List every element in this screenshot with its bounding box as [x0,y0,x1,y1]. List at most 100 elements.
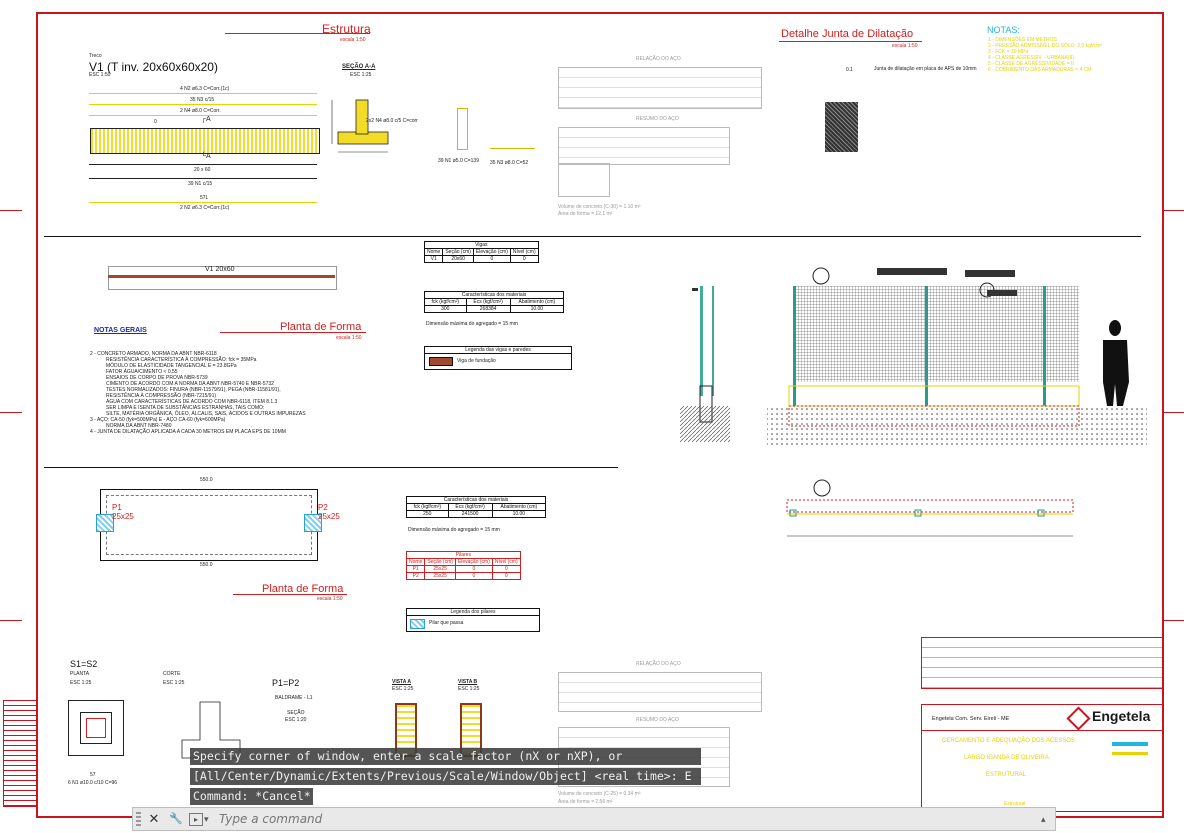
general-note-line: 4 - JUNTA DE DILATAÇÃO APLICADA A CADA 3… [90,429,286,435]
pillar-p1-hatch [96,514,114,532]
beam-bottom-stirrups: 39 N1 c/15 [188,181,213,187]
steel-rel-title-2: RELAÇÃO DO AÇO [636,661,681,667]
table-title: Características dos materiais [424,291,564,299]
general-note-line: SILTE, MATÉRIA ORGÂNICA, ÓLEO, ÁLCALIS, … [106,411,306,417]
pillar-p2-hatch [304,514,322,532]
command-history-line: [All/Center/Dynamic/Extents/Previous/Sca… [190,768,701,785]
cyan-mark [1112,742,1148,746]
table-cell: 0 [454,565,493,573]
command-bar: ✕ 🔧 ▸ ▾ ▴ [132,807,1056,831]
table-cell: 0 [491,572,521,580]
plan-beam-outline [108,266,337,290]
title-underline [779,41,922,42]
note-line: 6 - COBRIMENTO DAS ARMADURAS = 4 CM [988,67,1092,73]
outer-border-tick [1164,210,1184,211]
pillar-p2-dim: 25x25 [318,512,340,521]
sheet-label: Estrutural [1004,801,1026,807]
legend-beams: Legenda das vigas e paredes Viga de fund… [424,346,572,370]
materials-table-1: Características dos materiais fck (kgf/c… [424,291,565,313]
beam-label: V1 (T inv. 20x60x60x20) [89,60,218,74]
structure-title: Estrutura [322,22,371,36]
s1-plan-scale: ESC 1:25 [70,680,92,686]
table-header: Nível (cm) [509,248,539,256]
outer-border-tick [0,412,22,413]
table-header: Nível (cm) [491,558,521,566]
steel-rel-table-2 [558,672,762,712]
pillars-table: Pilares Nome Seção (cm) Elevação (cm) Ní… [405,551,521,580]
general-note-line: SER LIMPA E ISENTA DE SUBSTÂNCIAS ESTRAN… [106,405,265,411]
joint-note: Junta de dilatação em placa de APS de 10… [874,66,977,72]
rebar-top-label: 4 N2 ø6.3 C=Corr.(1c) [180,86,230,92]
joint-scale: escala 1:50 [892,43,918,49]
table-cell: 25x25 [424,572,456,580]
legend-item: Viga de fundação [457,358,496,364]
title-underline [225,33,370,34]
logo-text: Engetela [1092,708,1151,724]
joint-title: Detalhe Junta de Dilatação [781,28,914,40]
outer-border-tick [1164,412,1184,413]
command-history-line: Specify corner of window, enter a scale … [190,748,701,765]
discipline: ESTRUTURAL [986,772,1027,778]
steel-res-table [558,127,730,165]
table-header: Seção (cm) [424,558,456,566]
section-title: SEÇÃO A-A [342,64,376,70]
command-input[interactable] [219,808,1019,830]
section-note: 2x2 N4 ø8.0 c/5 C=corr [366,118,418,124]
steel-weight-table [558,163,610,197]
general-notes-list: 2 - CONCRETO ARMADO, NORMA DA ABNT NBR-6… [90,351,306,435]
table-header: Elevação (cm) [454,558,493,566]
rebar-line [89,202,317,203]
plan-form-scale: escala 1:50 [336,335,362,341]
note-line: 3 - FCK = 30 MPa [988,49,1029,55]
legend-pillars: Legenda dos pilares Pilar que passa [406,608,540,632]
beam-scale: ESC 1:50 [89,72,111,78]
joint-detail-block [825,102,858,152]
table-cell: 20x60 [442,255,474,263]
general-note-line: ENSAIOS DE CORPO DE PROVA NBR-5739 [106,375,208,381]
beam-bottom-total: 57L [200,195,209,201]
s1-title: S1=S2 [70,659,98,669]
revision-table [3,700,37,807]
outer-border-tick [0,620,22,621]
table-cell: 0 [454,572,493,580]
general-note-line: NORMA DA ABNT NBR-7480 [106,423,172,429]
wrench-icon[interactable]: 🔧 [169,813,183,825]
recent-commands-dropdown-icon[interactable]: ▾ [204,814,209,824]
table-header: Ecs (kgf/cm²) [447,503,493,511]
table-header: Nome [423,248,444,256]
project-line1: CERCAMENTO E ADEQUAÇÃO DOS ACESSOS [942,738,1075,744]
note-line: 1 - DIMENSÕES EM METROS [988,37,1057,43]
close-icon[interactable]: ✕ [148,811,160,826]
table-cell: 250 [406,510,449,518]
section-divider [44,467,618,468]
plan-form-title: Planta de Forma [280,321,362,333]
logo-diamond-icon [1066,706,1091,731]
general-note-line: MÓDULO DE ELASTICIDADE TANGENCIAL E = 23… [106,363,237,369]
title-block-divider [921,730,1163,731]
steel-res-title: RESUMO DO AÇO [636,116,679,122]
grip-handle[interactable] [136,812,141,826]
general-note-line: 3 - AÇO: CA-50 (fyk=500MPa) E - AÇO CA-6… [90,417,226,423]
s1-plan-mid [80,712,112,744]
general-note-line: FATOR ÁGUA/CIMENTO < 0,55 [106,369,178,375]
section-divider [44,236,1141,237]
rebar-line [89,104,317,105]
section-drawing [331,99,389,153]
pillar-p1-label: P1 [112,503,122,512]
legend-swatch [429,357,453,366]
yellow-mark [1112,752,1148,755]
title-underline [220,332,366,333]
s1-plan-inner [86,718,106,738]
table-header: Nome [405,558,426,566]
table-title: Pilares [406,551,521,559]
beam-bottom-bars: 2 N2 ø6.3 C=Corr.(1c) [180,205,230,211]
fence-elevation [767,267,1147,448]
materials-table-2: Características dos materiais fck (kgf/c… [406,496,547,518]
vista-a-scale: ESC 1:25 [392,686,414,692]
steel-rel-table [558,67,762,109]
table-cell: 0 [509,255,539,263]
history-scroll-icon[interactable]: ▴ [1041,814,1046,824]
s1-plan-outer [68,700,124,756]
joint-dim: 0.1 [846,67,853,73]
cut-marker-a: └A [201,153,211,160]
